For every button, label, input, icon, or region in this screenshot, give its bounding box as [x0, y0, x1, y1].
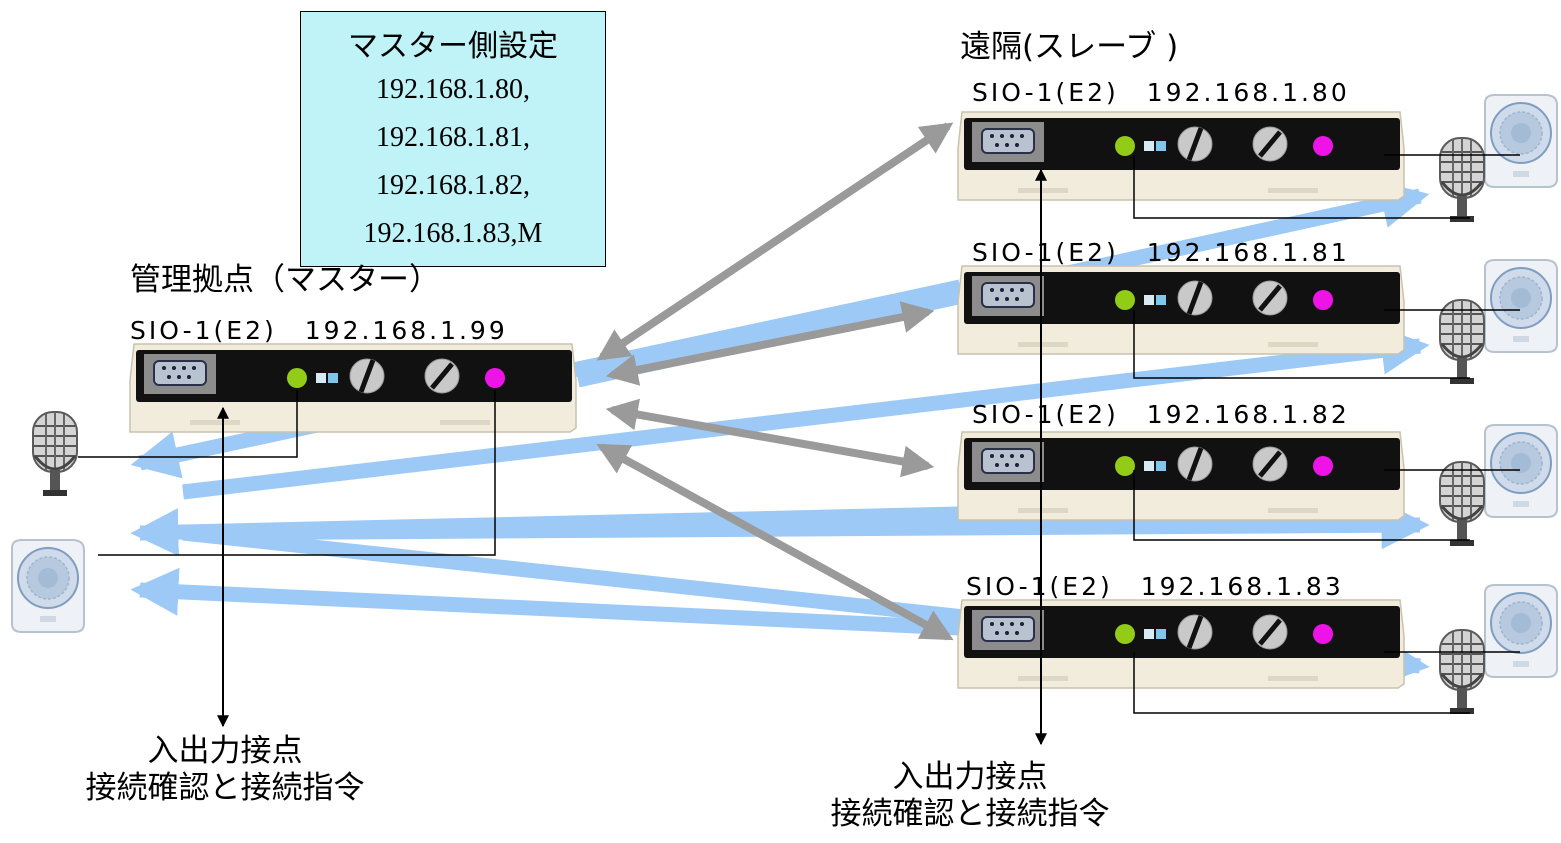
microphone-icon: [1438, 136, 1486, 224]
microphone-icon: [1438, 460, 1486, 548]
wiring-lines: [78, 154, 1520, 714]
speaker-icon: [11, 539, 85, 633]
slave-device-81: [958, 266, 1404, 354]
config-line: 192.168.1.81,: [376, 122, 530, 153]
network-link-slave-81: [605, 301, 935, 386]
config-line: 192.168.1.80,: [376, 74, 530, 105]
config-title: マスター側設定: [348, 29, 558, 64]
microphone-icon: [31, 410, 79, 498]
io-master-line1: 入出力接点: [147, 733, 303, 769]
speaker-icon: [1484, 259, 1558, 353]
io-master-line2: 接続確認と接続指令: [85, 770, 365, 806]
master-heading: 管理拠点（マスター）: [130, 262, 440, 298]
microphone-icon: [1438, 628, 1486, 716]
config-line: 192.168.1.83,M: [363, 218, 543, 249]
speaker-icon: [1484, 584, 1558, 678]
config-line: 192.168.1.82,: [376, 170, 530, 201]
speaker-icon: [1484, 94, 1558, 188]
slave-81-device-label: SIO-1(E2) 192.168.1.81: [972, 238, 1350, 267]
io-slave-label: 入出力接点 接続確認と接続指令: [805, 762, 1135, 830]
network-link-slave-83: [596, 443, 954, 641]
io-slave-line2: 接続確認と接続指令: [830, 796, 1110, 832]
speaker-icon: [1484, 424, 1558, 518]
slave-device-80: [958, 112, 1404, 200]
slave-device-82: [958, 432, 1404, 520]
slave-83-device-label: SIO-1(E2) 192.168.1.83: [966, 572, 1344, 601]
master-device-label: SIO-1(E2) 192.168.1.99: [130, 316, 508, 345]
io-master-label: 入出力接点 接続確認と接続指令: [60, 736, 390, 804]
slave-80-device-label: SIO-1(E2) 192.168.1.80: [972, 78, 1350, 107]
network-link-arrows: [596, 122, 954, 641]
io-slave-line1: 入出力接点: [892, 759, 1048, 795]
master-device: [130, 344, 576, 432]
slave-82-device-label: SIO-1(E2) 192.168.1.82: [972, 400, 1350, 429]
microphone-icon: [1438, 298, 1486, 386]
slave-heading: 遠隔(スレーブ ): [960, 29, 1179, 65]
slave-device-83: [958, 600, 1404, 688]
master-config-box: マスター側設定 192.168.1.80, 192.168.1.81, 192.…: [300, 11, 606, 267]
